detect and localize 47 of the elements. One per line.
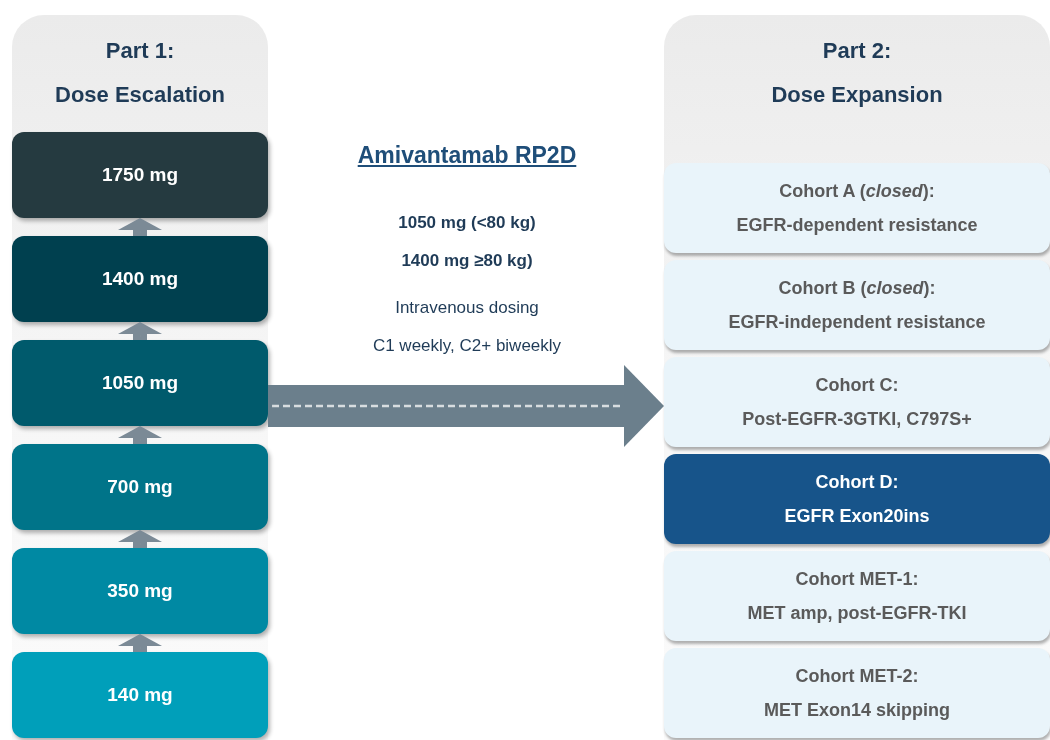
phase-column — [664, 15, 1050, 740]
dose-level-box — [12, 132, 268, 218]
cohort-box — [664, 357, 1050, 447]
dose-level-box — [12, 236, 268, 322]
cohort-box — [664, 454, 1050, 544]
cohort-name: Cohort MET-2: — [795, 666, 919, 686]
dose-note: 1400 mg ≥80 kg) — [400, 250, 534, 272]
cohort-description: EGFR Exon20ins — [784, 506, 930, 526]
cohort-description: EGFR-dependent resistance — [736, 215, 978, 235]
column-heading: Dose Expansion — [770, 81, 944, 109]
dose-level-box — [12, 340, 268, 426]
block-arrow — [268, 365, 664, 447]
cohort-box — [664, 551, 1050, 641]
dose-level-box — [12, 444, 268, 530]
block-arrow — [118, 322, 162, 340]
block-arrow — [118, 426, 162, 444]
block-arrow — [118, 634, 162, 652]
dose-level-box — [12, 548, 268, 634]
block-arrow — [118, 218, 162, 236]
cohort-box — [664, 648, 1050, 738]
cohort-description: MET amp, post-EGFR-TKI — [747, 603, 967, 623]
column-heading: Part 2: — [821, 37, 893, 65]
cohort-box — [664, 260, 1050, 350]
dose-label: 1750 mg — [101, 162, 178, 187]
dose-label: 350 mg — [107, 578, 173, 603]
cohort-box — [664, 163, 1050, 253]
cohort-name: Cohort MET-1: — [795, 569, 919, 589]
dose-label: 140 mg — [107, 682, 173, 707]
cohort-description: MET Exon14 skipping — [764, 700, 950, 720]
cohort-name: Cohort D: — [815, 472, 899, 492]
cohort-name: Cohort C: — [815, 375, 899, 395]
cohort-description: Post-EGFR-3GTKI, C797S+ — [742, 409, 972, 429]
dose-label: 1050 mg — [101, 370, 178, 395]
dose-label: 1400 mg — [101, 266, 178, 291]
phase-column — [12, 15, 268, 740]
column-heading: Dose Escalation — [54, 81, 226, 109]
dosing-note: Intravenous dosing — [394, 297, 540, 319]
column-heading: Part 1: — [104, 37, 176, 65]
dose-label: 700 mg — [107, 474, 173, 499]
cohort-name: Cohort A (closed): — [779, 181, 935, 201]
dosing-note: C1 weekly, C2+ biweekly — [371, 335, 563, 357]
cohort-description: EGFR-independent resistance — [728, 312, 986, 332]
dose-level-box — [12, 652, 268, 738]
dose-heading: Amivantamab RP2D — [356, 143, 578, 167]
cohort-name: Cohort B (closed): — [778, 278, 936, 298]
dose-note: 1050 mg (<80 kg) — [397, 212, 537, 234]
block-arrow — [118, 530, 162, 548]
